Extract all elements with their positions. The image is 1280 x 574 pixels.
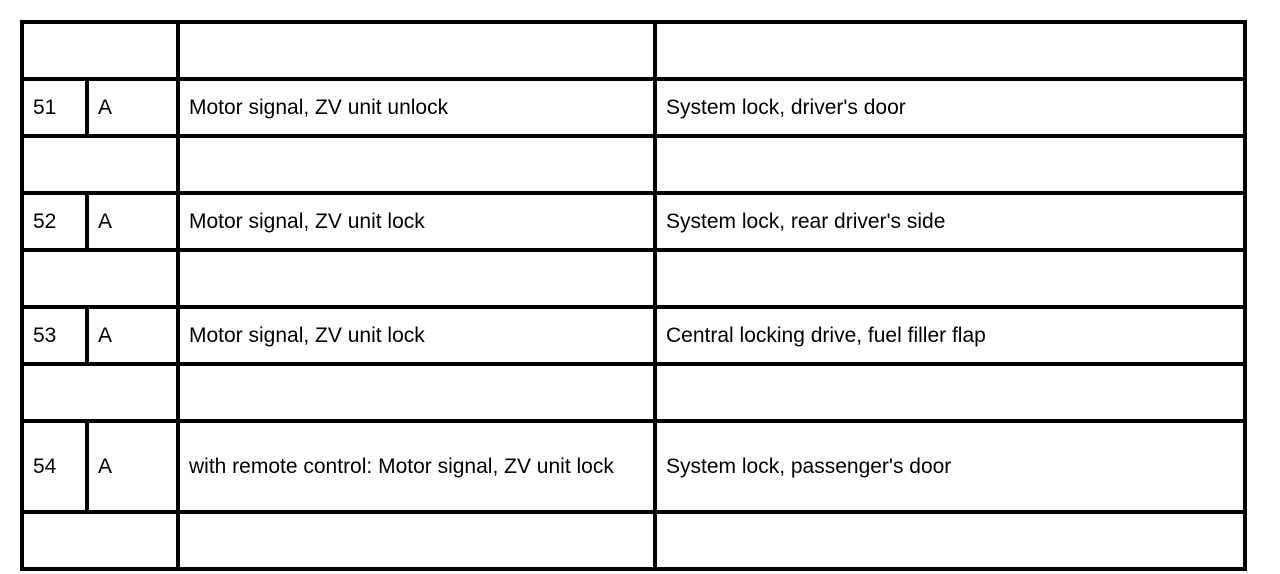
cell-spacer-component	[653, 362, 1247, 423]
cell-spacer-left	[20, 510, 180, 571]
cell-number: 52	[20, 191, 89, 252]
cell-spacer-component	[653, 20, 1247, 81]
cell-spacer-left	[20, 362, 180, 423]
table-row-spacer	[20, 362, 1247, 423]
table-row: 52 A Motor signal, ZV unit lock System l…	[20, 191, 1247, 252]
cell-component: System lock, passenger's door	[653, 419, 1247, 514]
cell-spacer-component	[653, 510, 1247, 571]
cell-spacer-description	[176, 20, 657, 81]
table-row-spacer	[20, 510, 1247, 571]
cell-description: Motor signal, ZV unit lock	[176, 305, 657, 366]
table-row-spacer	[20, 134, 1247, 195]
cell-code: A	[85, 305, 180, 366]
cell-component: System lock, rear driver's side	[653, 191, 1247, 252]
cell-description: Motor signal, ZV unit unlock	[176, 77, 657, 138]
cell-spacer-component	[653, 134, 1247, 195]
table-row-spacer	[20, 248, 1247, 309]
cell-spacer-description	[176, 248, 657, 309]
cell-number: 53	[20, 305, 89, 366]
cell-spacer-description	[176, 134, 657, 195]
table-row: 54 A with remote control: Motor signal, …	[20, 419, 1247, 514]
cell-component: Central locking drive, fuel filler flap	[653, 305, 1247, 366]
cell-number: 54	[20, 419, 89, 514]
cell-spacer-left	[20, 134, 180, 195]
spec-table-container: 51 A Motor signal, ZV unit unlock System…	[20, 20, 1247, 571]
wiring-spec-table: 51 A Motor signal, ZV unit unlock System…	[20, 20, 1247, 571]
table-body: 51 A Motor signal, ZV unit unlock System…	[20, 20, 1247, 571]
cell-description: with remote control: Motor signal, ZV un…	[176, 419, 657, 514]
cell-code: A	[85, 419, 180, 514]
table-row: 53 A Motor signal, ZV unit lock Central …	[20, 305, 1247, 366]
cell-spacer-component	[653, 248, 1247, 309]
cell-spacer-description	[176, 362, 657, 423]
cell-number: 51	[20, 77, 89, 138]
cell-spacer-description	[176, 510, 657, 571]
cell-spacer-left	[20, 248, 180, 309]
cell-component: System lock, driver's door	[653, 77, 1247, 138]
cell-description: Motor signal, ZV unit lock	[176, 191, 657, 252]
cell-code: A	[85, 77, 180, 138]
table-row: 51 A Motor signal, ZV unit unlock System…	[20, 77, 1247, 138]
cell-spacer-left	[20, 20, 180, 81]
cell-code: A	[85, 191, 180, 252]
table-row-spacer	[20, 20, 1247, 81]
